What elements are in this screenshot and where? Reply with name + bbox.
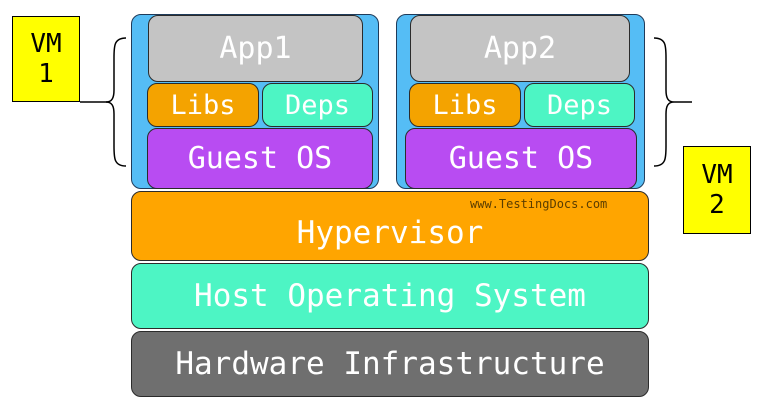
hypervisor-label: Hypervisor (296, 215, 484, 251)
host-os-label: Host Operating System (194, 278, 586, 314)
vm2-label-line2: 2 (709, 190, 725, 220)
vm2-label: VM 2 (683, 146, 751, 234)
watermark: www.TestingDocs.com (470, 197, 608, 211)
vm1-deps-box: Deps (262, 83, 373, 127)
vm2-app-label: App2 (483, 31, 557, 66)
vm1-brace (80, 37, 127, 167)
vm2-libs-label: Libs (432, 89, 498, 121)
vm1-guest-os-label: Guest OS (187, 141, 333, 176)
vm2-deps-box: Deps (524, 83, 635, 127)
vm2-label-line1: VM (701, 160, 733, 190)
vm1-libs-label: Libs (170, 89, 236, 121)
vm2-libs-box: Libs (409, 83, 521, 127)
host-os-layer: Host Operating System (131, 263, 649, 329)
hardware-label: Hardware Infrastructure (175, 346, 605, 382)
vm1-label: VM 1 (12, 16, 80, 102)
vm1-label-line2: 1 (38, 59, 54, 89)
vm1-app-label: App1 (219, 31, 292, 66)
vm2-app-box: App2 (410, 15, 630, 82)
vm2-guest-os-box: Guest OS (405, 128, 637, 189)
vm1-deps-label: Deps (284, 89, 351, 121)
vm2-brace (653, 37, 692, 167)
hypervisor-layer: Hypervisor (131, 191, 649, 261)
vm2-guest-os-label: Guest OS (448, 141, 594, 176)
vm1-app-box: App1 (148, 15, 363, 82)
vm1-label-line1: VM (30, 29, 62, 59)
vm1-guest-os-box: Guest OS (147, 128, 373, 189)
hardware-layer: Hardware Infrastructure (131, 331, 649, 397)
vm2-deps-label: Deps (546, 89, 613, 121)
vm1-libs-box: Libs (147, 83, 259, 127)
